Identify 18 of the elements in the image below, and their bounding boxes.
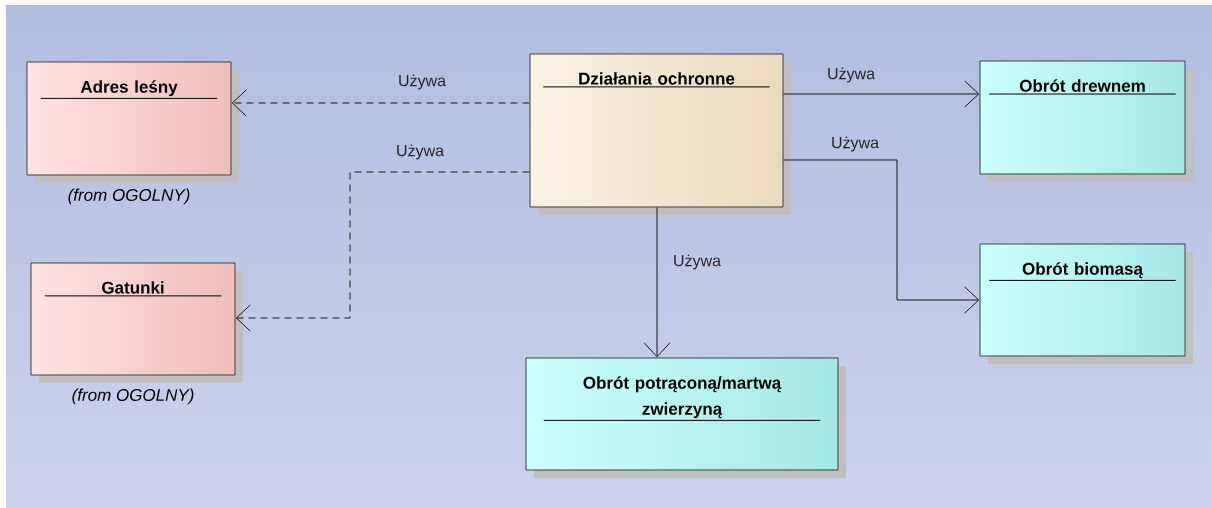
dependency-arrow — [783, 159, 980, 314]
class-box: Obrót biomasą — [979, 243, 1193, 364]
edge-label: Używa — [397, 144, 444, 160]
source-note: (from OGOLNY) — [68, 188, 190, 205]
edge-label: Używa — [674, 254, 721, 270]
edge-label: Używa — [399, 74, 446, 90]
dependency-arrow — [783, 80, 980, 108]
edge-label: Używa — [832, 136, 879, 152]
dependency-arrow — [231, 89, 530, 117]
edge-label: Używa — [828, 67, 875, 83]
class-box: Obrót drewnem — [979, 60, 1193, 182]
class-box: Adres leśny — [26, 61, 239, 183]
class-box: Działania ochronne — [529, 53, 791, 215]
source-note: (from OGOLNY) — [72, 388, 194, 405]
class-box: Obrót potrąconą/martwą zwierzyną — [525, 357, 846, 478]
dependency-arrow — [643, 207, 671, 358]
class-box: Gatunki — [30, 262, 243, 383]
dependency-arrow — [235, 171, 530, 332]
